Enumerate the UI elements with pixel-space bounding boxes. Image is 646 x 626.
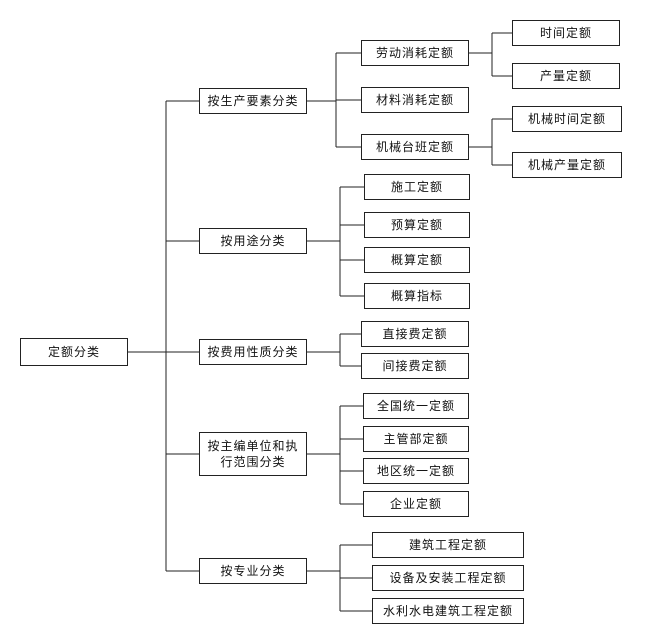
- sub-indirect-cost-quota: 间接费定额: [361, 353, 469, 379]
- detail-machine-time-quota: 机械时间定额: [512, 106, 622, 132]
- sub-budget-quota: 预算定额: [364, 212, 470, 238]
- sub-direct-cost-quota: 直接费定额: [361, 321, 469, 347]
- category-by-production-factor: 按生产要素分类: [199, 88, 307, 114]
- sub-estimate-index: 概算指标: [364, 283, 470, 309]
- category-by-cost-nature: 按费用性质分类: [199, 339, 307, 365]
- sub-material-consumption-quota: 材料消耗定额: [361, 87, 469, 113]
- category-by-compiler-and-scope: 按主编单位和执 行范围分类: [199, 432, 307, 476]
- sub-regional-unified-quota: 地区统一定额: [363, 458, 469, 484]
- sub-equipment-installation-quota: 设备及安装工程定额: [372, 565, 524, 591]
- detail-output-quota: 产量定额: [512, 63, 620, 89]
- sub-enterprise-quota: 企业定额: [363, 491, 469, 517]
- root-node: 定额分类: [20, 338, 128, 366]
- sub-labor-consumption-quota: 劳动消耗定额: [361, 40, 469, 66]
- sub-hydropower-engineering-quota: 水利水电建筑工程定额: [372, 598, 524, 624]
- sub-construction-quota: 施工定额: [364, 174, 470, 200]
- detail-machine-output-quota: 机械产量定额: [512, 152, 622, 178]
- sub-machine-shift-quota: 机械台班定额: [361, 134, 469, 160]
- sub-estimate-quota: 概算定额: [364, 247, 470, 273]
- detail-time-quota: 时间定额: [512, 20, 620, 46]
- sub-building-engineering-quota: 建筑工程定额: [372, 532, 524, 558]
- category-by-purpose: 按用途分类: [199, 228, 307, 254]
- category-by-specialty: 按专业分类: [199, 558, 307, 584]
- sub-national-unified-quota: 全国统一定额: [363, 393, 469, 419]
- sub-ministry-quota: 主管部定额: [363, 426, 469, 452]
